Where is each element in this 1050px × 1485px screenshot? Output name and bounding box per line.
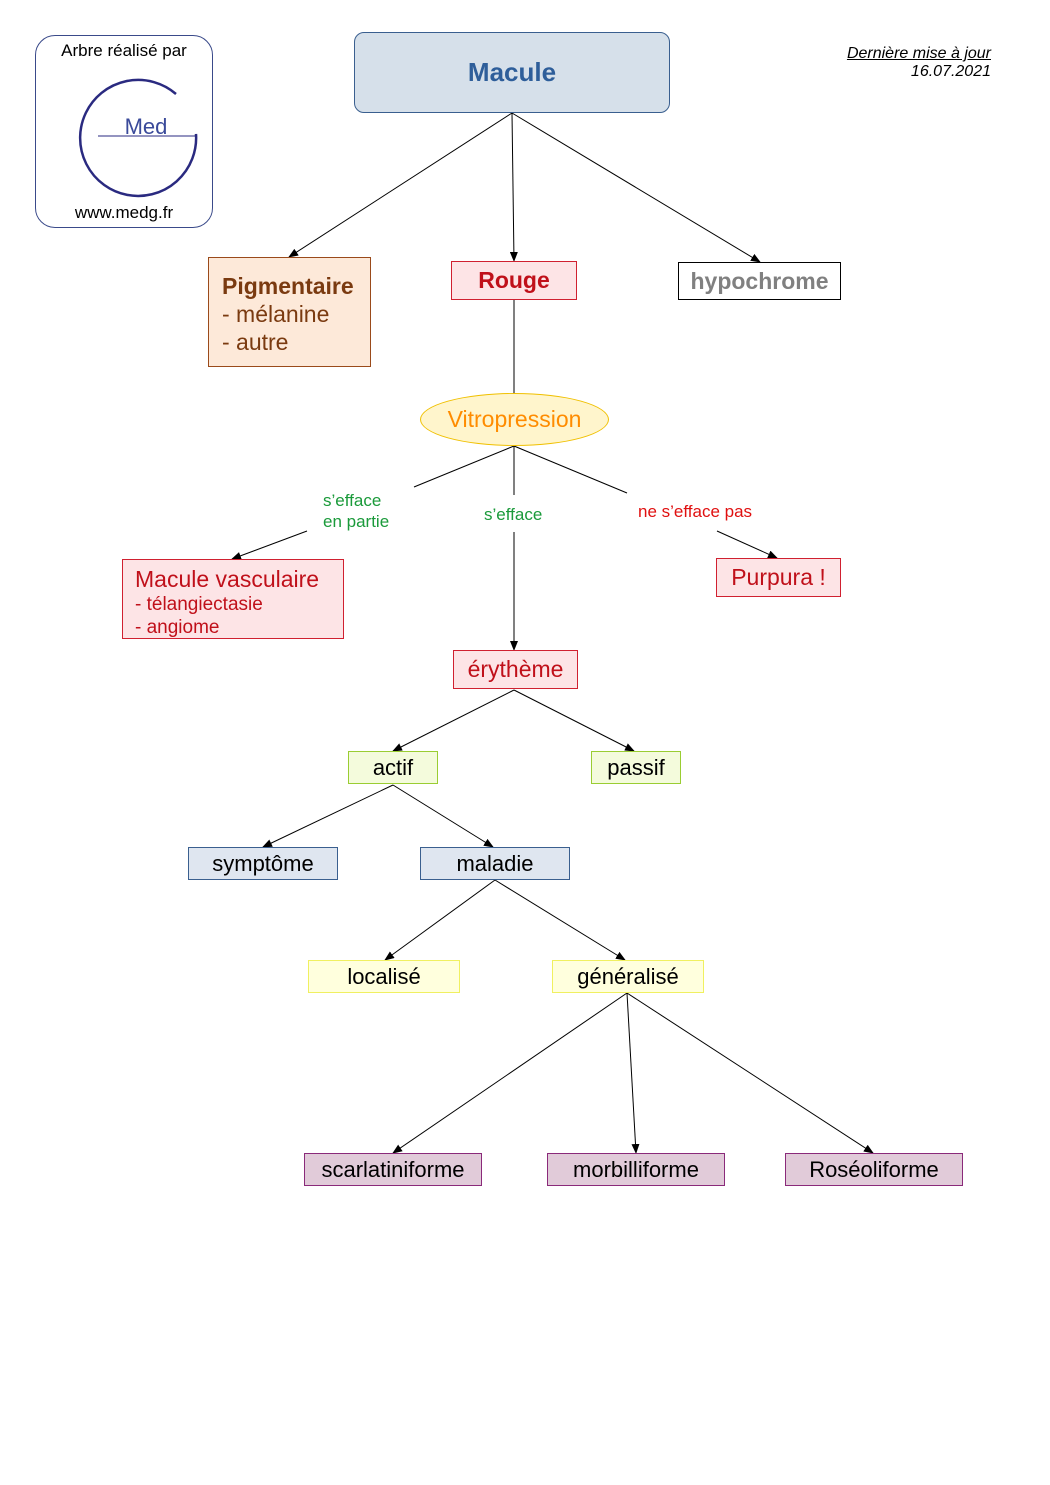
node-purpura-label: Purpura ! — [731, 564, 826, 590]
edge-macule-rouge — [509, 112, 518, 262]
node-generalise-label: généralisé — [577, 963, 679, 989]
g-logo-mark: Med — [78, 78, 198, 198]
node-vitropression: Vitropression — [420, 393, 609, 446]
node-morbilliforme: morbilliforme — [547, 1153, 725, 1186]
node-pigmentaire-title: Pigmentaire — [222, 273, 354, 299]
edge-macule-pigmentaire — [288, 112, 513, 258]
edge-label-not: ne s’efface pas — [638, 502, 753, 521]
node-localise: localisé — [308, 960, 460, 993]
node-morbilliforme-label: morbilliforme — [573, 1156, 699, 1182]
edge-label-partial-line: en partie — [323, 512, 390, 531]
edge-vitro-partial-a — [413, 445, 515, 488]
node-generalise: généralisé — [552, 960, 704, 993]
node-passif-label: passif — [607, 754, 665, 780]
node-actif: actif — [348, 751, 438, 784]
node-symptome: symptôme — [188, 847, 338, 880]
logo-top-text: Arbre réalisé par — [61, 41, 187, 60]
edge-actif-symptome — [262, 784, 394, 848]
edge-macule-hypochrome — [511, 112, 761, 263]
edge-label-partial-line: s’efface — [323, 491, 382, 510]
node-passif: passif — [591, 751, 681, 784]
edge-label-partial: s’efface en partie — [323, 490, 389, 532]
node-hypochrome-label: hypochrome — [690, 267, 829, 294]
edge-generalise-scarlatiniforme — [392, 992, 628, 1154]
node-scarlatiniforme-label: scarlatiniforme — [321, 1156, 465, 1182]
node-maladie: maladie — [420, 847, 570, 880]
logo-bottom-text: www.medg.fr — [74, 203, 174, 222]
node-pigmentaire: Pigmentaire - mélanine - autre — [208, 257, 371, 367]
node-macule: Macule — [354, 32, 670, 113]
node-macule-vasculaire-title: Macule vasculaire — [135, 566, 320, 592]
logo-mark-text: Med — [125, 114, 168, 139]
edge-label-efface: s’efface — [484, 505, 543, 524]
edge-actif-maladie — [392, 784, 494, 848]
edge-erytheme-actif — [392, 689, 515, 752]
node-maladie-label: maladie — [456, 850, 534, 876]
node-erytheme: érythème — [453, 650, 578, 689]
last-update: Dernière mise à jour 16.07.2021 — [847, 45, 991, 81]
edge-vitro-partial-b — [231, 530, 308, 560]
edge-maladie-localise — [384, 879, 496, 961]
edge-maladie-generalise — [494, 879, 626, 961]
node-roseoliforme: Roséoliforme — [785, 1153, 963, 1186]
node-macule-vasculaire-item: - angiome — [135, 617, 220, 638]
node-rouge-label: Rouge — [478, 267, 550, 293]
node-purpura: Purpura ! — [716, 558, 841, 597]
node-localise-label: localisé — [347, 963, 421, 989]
node-scarlatiniforme: scarlatiniforme — [304, 1153, 482, 1186]
edge-vitro-not-a — [513, 445, 628, 494]
edge-erytheme-passif — [513, 689, 635, 752]
medg-logo: Arbre réalisé par Med www.medg.fr — [35, 35, 213, 228]
node-vitropression-label: Vitropression — [447, 406, 582, 432]
node-pigmentaire-item: - mélanine — [222, 301, 330, 327]
node-rouge: Rouge — [451, 261, 577, 300]
node-symptome-label: symptôme — [212, 850, 314, 876]
node-hypochrome: hypochrome — [678, 262, 841, 300]
edge-vitro-not-b — [716, 530, 778, 559]
node-macule-vasculaire-item: - télangiectasie — [135, 594, 263, 615]
node-roseoliforme-label: Roséoliforme — [809, 1156, 939, 1182]
node-erytheme-label: érythème — [467, 656, 564, 682]
node-actif-label: actif — [372, 754, 414, 780]
last-update-date: 16.07.2021 — [910, 63, 991, 80]
node-macule-label: Macule — [467, 57, 557, 87]
node-pigmentaire-item: - autre — [222, 329, 289, 355]
last-update-label: Dernière mise à jour — [846, 45, 991, 62]
node-macule-vasculaire: Macule vasculaire - télangiectasie - ang… — [122, 559, 344, 639]
edge-generalise-roseoliforme — [626, 992, 874, 1154]
edge-generalise-morbilliforme — [626, 992, 640, 1154]
